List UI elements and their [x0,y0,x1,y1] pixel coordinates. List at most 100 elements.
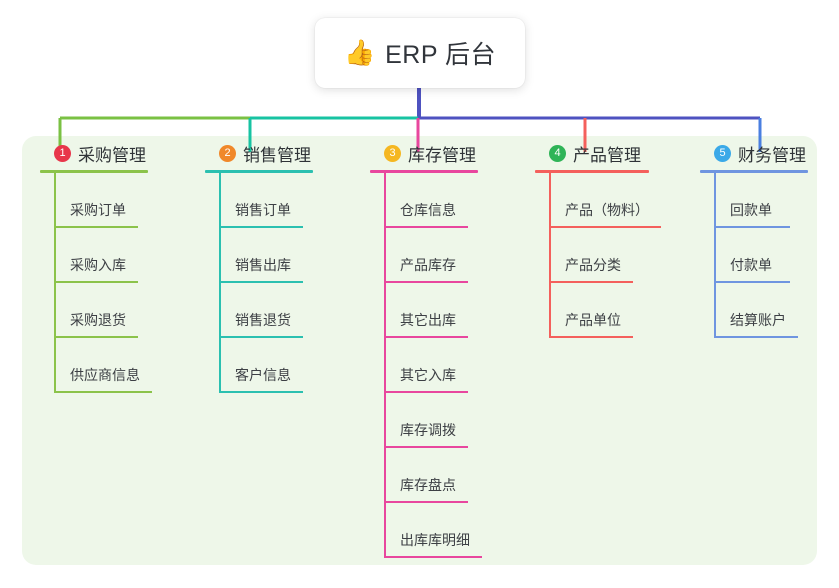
list-item-label: 出库库明细 [400,532,470,548]
column-header-finance[interactable]: 5 财务管理 [700,136,808,170]
column-header-sales[interactable]: 2 销售管理 [205,136,313,170]
column-badge-sales: 2 [219,144,236,162]
list-item[interactable]: 库存调拨 [384,393,478,448]
root-node-card[interactable]: 👍 ERP 后台 [315,18,525,88]
list-item-label: 库存调拨 [400,422,456,438]
column-badge-purchasing: 1 [54,144,71,162]
list-item-rule [384,336,468,338]
column-items-purchasing: 采购订单采购入库采购退货供应商信息 [54,173,152,393]
list-item-label: 其它出库 [400,312,456,328]
list-item-label: 付款单 [730,257,772,273]
column-header-purchasing[interactable]: 1 采购管理 [40,136,148,170]
list-item-rule [384,281,468,283]
list-item[interactable]: 销售出库 [219,228,313,283]
column-items-sales: 销售订单销售出库销售退货客户信息 [219,173,313,393]
list-item-rule [549,336,633,338]
column-header-rule-inventory [370,170,478,173]
column-badge-product: 4 [549,144,566,162]
column-sales[interactable]: 2 销售管理销售订单销售出库销售退货客户信息 [205,136,313,393]
list-item-rule [54,281,138,283]
list-item-label: 采购订单 [70,202,126,218]
list-item-label: 客户信息 [235,367,291,383]
list-item-rule [219,226,303,228]
list-item-rule [714,226,790,228]
column-inventory[interactable]: 3 库存管理仓库信息产品库存其它出库其它入库库存调拨库存盘点出库库明细 [370,136,482,558]
list-item[interactable]: 其它出库 [384,283,478,338]
column-purchasing[interactable]: 1 采购管理采购订单采购入库采购退货供应商信息 [40,136,152,393]
list-item-rule [54,391,152,393]
list-item[interactable]: 采购订单 [54,173,148,228]
column-title-finance: 财务管理 [738,145,806,165]
list-item[interactable]: 其它入库 [384,338,478,393]
column-spine-inventory [384,173,386,558]
list-item[interactable]: 仓库信息 [384,173,478,228]
list-item[interactable]: 结算账户 [714,283,808,338]
list-item-label: 销售退货 [235,312,291,328]
list-item-rule [384,391,468,393]
column-finance[interactable]: 5 财务管理回款单付款单结算账户 [700,136,808,338]
column-header-rule-product [535,170,649,173]
list-item[interactable]: 销售订单 [219,173,313,228]
list-item-rule [384,446,468,448]
column-title-purchasing: 采购管理 [78,145,146,165]
list-item[interactable]: 出库库明细 [384,503,482,558]
list-item[interactable]: 产品（物料） [549,173,661,228]
column-spine-purchasing [54,173,56,393]
list-item-label: 仓库信息 [400,202,456,218]
list-item-label: 结算账户 [730,312,786,328]
list-item-label: 销售出库 [235,257,291,273]
list-item-label: 回款单 [730,202,772,218]
list-item-rule [549,281,633,283]
column-badge-inventory: 3 [384,144,401,162]
list-item[interactable]: 产品库存 [384,228,478,283]
column-items-product: 产品（物料） 产品分类产品单位 [549,173,661,338]
list-item-rule [549,226,661,228]
list-item-rule [219,391,303,393]
list-item-rule [714,336,798,338]
list-item-label: 库存盘点 [400,477,456,493]
list-item[interactable]: 回款单 [714,173,808,228]
list-item[interactable]: 客户信息 [219,338,313,393]
column-header-inventory[interactable]: 3 库存管理 [370,136,478,170]
list-item-label: 产品分类 [565,257,621,273]
list-item-rule [54,336,138,338]
list-item-rule [384,226,468,228]
column-header-rule-sales [205,170,313,173]
list-item-label: 供应商信息 [70,367,140,383]
column-title-inventory: 库存管理 [408,145,476,165]
list-item-label: 销售订单 [235,202,291,218]
column-header-product[interactable]: 4 产品管理 [535,136,649,170]
list-item[interactable]: 采购退货 [54,283,148,338]
list-item[interactable]: 采购入库 [54,228,148,283]
list-item-label: 采购入库 [70,257,126,273]
column-items-finance: 回款单付款单结算账户 [714,173,808,338]
column-header-rule-purchasing [40,170,148,173]
list-item-label: 产品库存 [400,257,456,273]
list-item[interactable]: 产品单位 [549,283,649,338]
thumbs-up-icon: 👍 [343,38,376,67]
list-item-rule [714,281,790,283]
list-item[interactable]: 库存盘点 [384,448,478,503]
list-item[interactable]: 产品分类 [549,228,649,283]
root-node-title: ERP 后台 [385,41,497,69]
list-item-rule [384,501,468,503]
column-title-product: 产品管理 [573,145,641,165]
list-item[interactable]: 付款单 [714,228,808,283]
list-item-rule [219,281,303,283]
list-item-rule [54,226,138,228]
column-container: 1 采购管理采购订单采购入库采购退货供应商信息 2 销售管理销售订单销售出库销售退货客… [0,136,839,565]
list-item[interactable]: 销售退货 [219,283,313,338]
list-item[interactable]: 供应商信息 [54,338,152,393]
column-spine-product [549,173,551,338]
column-title-sales: 销售管理 [243,145,311,165]
column-spine-finance [714,173,716,338]
list-item-rule [219,336,303,338]
column-items-inventory: 仓库信息产品库存其它出库其它入库库存调拨库存盘点出库库明细 [384,173,482,558]
list-item-label: 产品单位 [565,312,621,328]
column-header-rule-finance [700,170,808,173]
list-item-label: 其它入库 [400,367,456,383]
column-product[interactable]: 4 产品管理产品（物料） 产品分类产品单位 [535,136,661,338]
column-badge-finance: 5 [714,144,731,162]
list-item-rule [384,556,482,558]
diagram-panel-background [22,136,817,565]
